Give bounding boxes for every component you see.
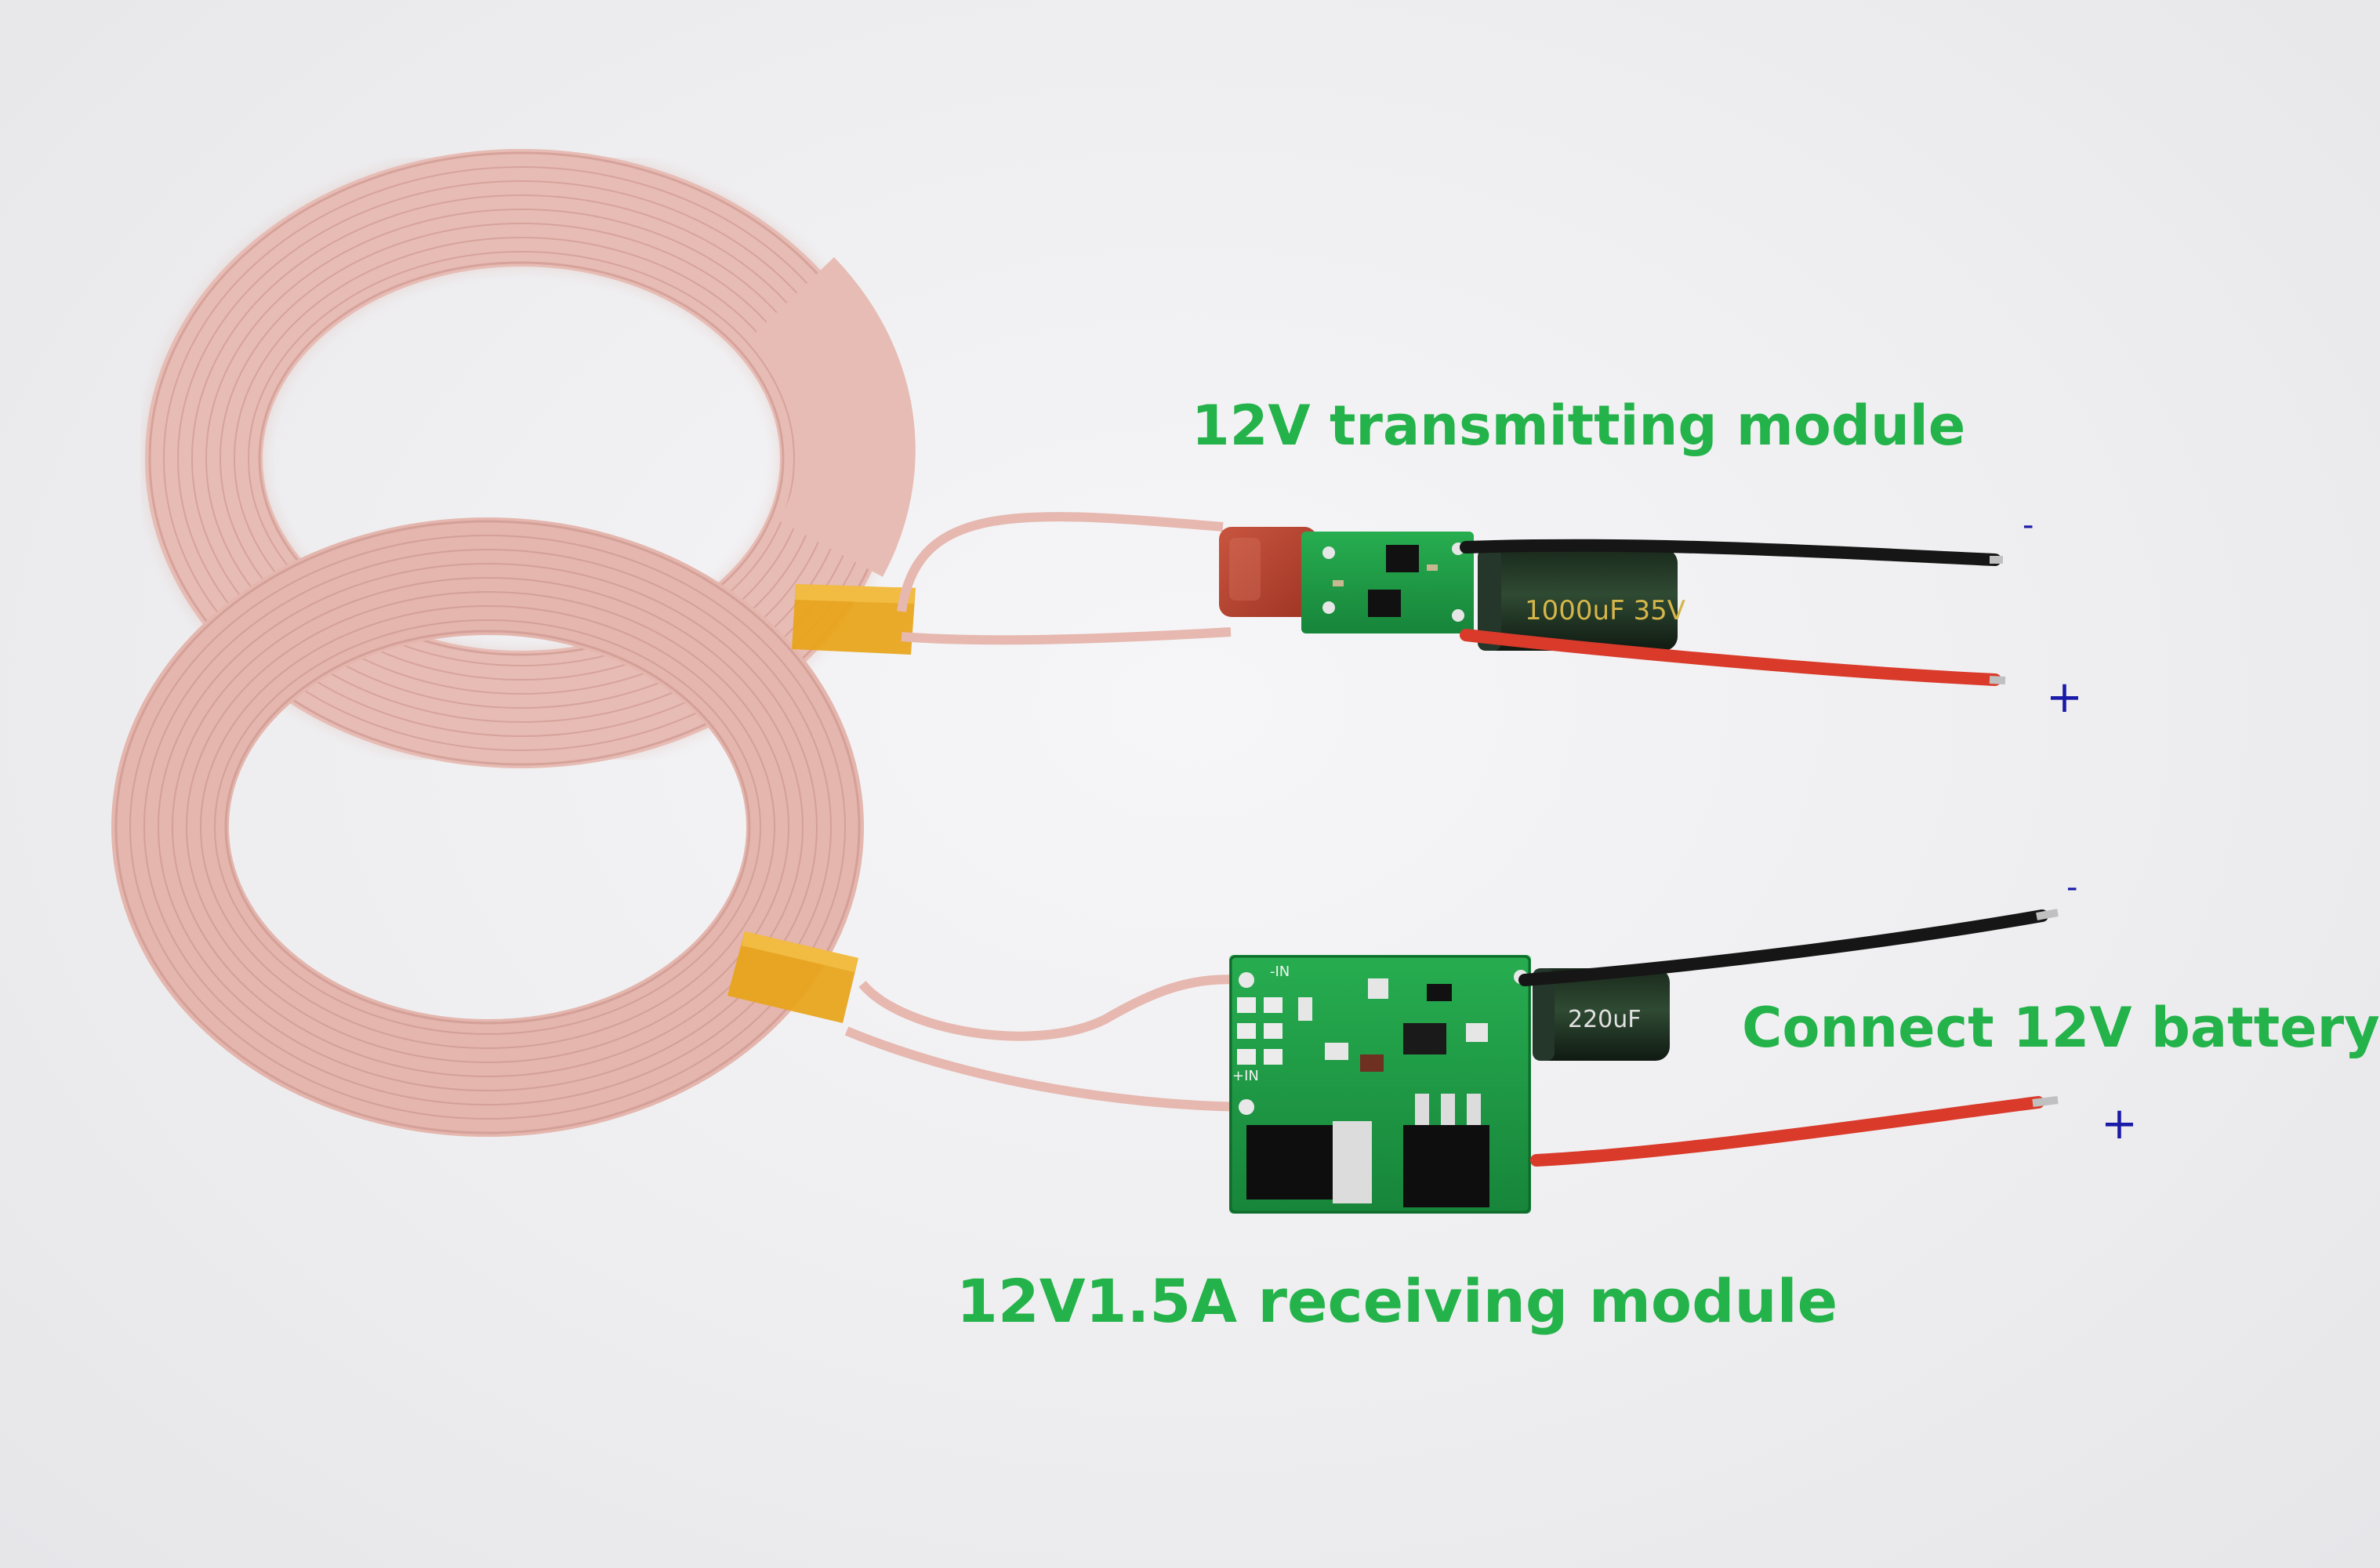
receiver-label: 12V1.5A receiving module: [956, 1266, 1838, 1336]
rx-coil: [111, 517, 864, 1137]
tx-pcb: [1301, 532, 1474, 633]
rx-negative-mark: -: [2066, 869, 2078, 906]
tx-positive-mark: +: [2046, 672, 2083, 723]
tx-coil-overlap: [749, 256, 916, 577]
rx-positive-mark: +: [2101, 1098, 2138, 1149]
rx-coil-leads: [844, 975, 1247, 1112]
rx-pcb: -IN +IN: [1229, 955, 1531, 1214]
rx-power-wires: [1518, 909, 2059, 1167]
tx-coil-tape: [792, 584, 916, 655]
tx-capacitor-marking: 1000uF 35V: [1525, 595, 1685, 626]
tx-electrolytic-capacitor: 1000uF 35V: [1478, 549, 1685, 651]
rx-board-in-plus: +IN: [1232, 1068, 1259, 1084]
battery-label: Connect 12V battery: [1742, 996, 2380, 1060]
rx-board-in-minus: -IN: [1270, 964, 1290, 980]
rx-electrolytic-capacitor: 220uF: [1533, 968, 1670, 1061]
tx-film-capacitor: [1219, 527, 1317, 617]
tx-negative-mark: -: [2023, 507, 2034, 543]
rx-capacitor-marking: 220uF: [1568, 1006, 1642, 1033]
tx-power-wires: [1460, 539, 2006, 686]
tx-coil-leads: [897, 512, 1232, 645]
transmitter-label: 12V transmitting module: [1192, 394, 1966, 458]
rx-coil-tape: [727, 931, 858, 1023]
